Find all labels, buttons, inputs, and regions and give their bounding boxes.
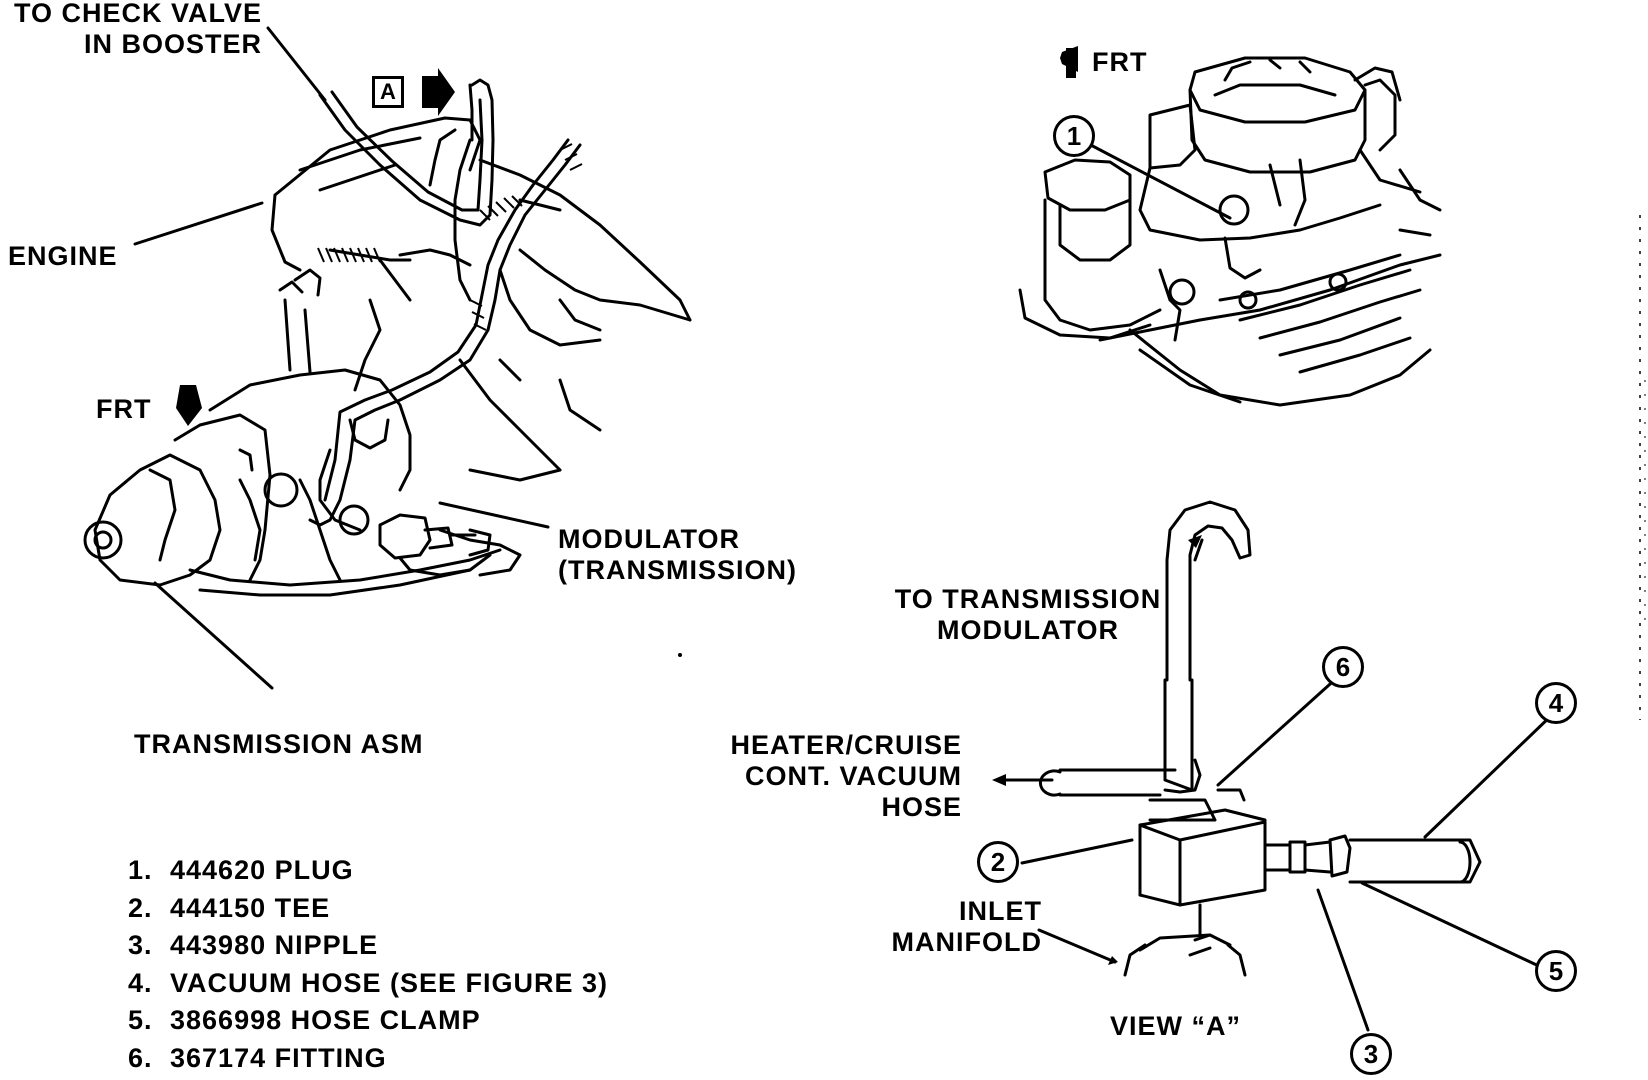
heater-arrow-icon: [992, 774, 1006, 786]
callout-3: 3: [1350, 1033, 1392, 1075]
callout-4: 4: [1535, 682, 1577, 724]
carburetor-manifold-drawing: [1018, 56, 1442, 407]
callout-5: 5: [1535, 950, 1577, 992]
legend-item: 3. 443980 NIPPLE: [128, 927, 608, 965]
frt-left-arrow-icon: [176, 385, 202, 426]
legend-number: 5.: [128, 1005, 153, 1035]
inlet-manifold-label: INLET MANIFOLD: [860, 896, 1042, 958]
frt-left-label: FRT: [96, 394, 152, 424]
check-valve-line-2: IN BOOSTER: [83, 29, 262, 59]
to-transmission-line-2: MODULATOR: [937, 615, 1119, 645]
legend-number: 4.: [128, 967, 153, 998]
view-a-leaders: [1020, 538, 1557, 1032]
inlet-manifold-line-1: INLET: [959, 896, 1042, 926]
legend-number: 2.: [128, 892, 153, 923]
transmission-asm-label: TRANSMISSION ASM: [134, 729, 424, 759]
legend-text: 444150 TEE: [170, 892, 331, 923]
legend-number: 3.: [128, 930, 153, 960]
legend-text: VACUUM HOSE (SEE FIGURE 3): [170, 967, 609, 998]
heater-cruise-line-2: CONT. VACUUM: [745, 761, 962, 791]
leader-lines-left: [133, 26, 550, 690]
modulator-hose-arrow-icon: [1188, 535, 1202, 548]
to-transmission-line-1: TO TRANSMISSION: [894, 584, 1162, 614]
modulator-label: MODULATOR (TRANSMISSION): [558, 524, 797, 586]
to-transmission-modulator-label: TO TRANSMISSION MODULATOR: [888, 584, 1168, 646]
heater-cruise-line-1: HEATER/CRUISE: [730, 730, 962, 760]
callout-1-leader: [1083, 140, 1232, 220]
check-valve-line-1: TO CHECK VALVE: [13, 0, 262, 28]
legend-text: 443980 NIPPLE: [170, 930, 379, 960]
view-a-reference-box: A: [372, 76, 404, 108]
engine-label: ENGINE: [8, 241, 118, 271]
callout-2: 2: [977, 841, 1019, 883]
check-valve-label: TO CHECK VALVE IN BOOSTER: [0, 0, 262, 60]
inlet-manifold-line-2: MANIFOLD: [891, 927, 1042, 957]
modulator-line-1: MODULATOR: [558, 524, 740, 554]
legend-item: 2. 444150 TEE: [128, 890, 608, 928]
legend-text: 367174 FITTING: [170, 1042, 387, 1073]
modulator-line-2: (TRANSMISSION): [558, 555, 797, 585]
view-a-fitting-drawing: [1003, 500, 1482, 977]
legend-item: 1. 444620 PLUG: [128, 852, 608, 890]
legend-item: 4. VACUUM HOSE (SEE FIGURE 3): [128, 965, 608, 1003]
legend-number: 1.: [128, 855, 153, 885]
parts-legend: 1. 444620 PLUG 2. 444150 TEE 3. 443980 NIPP…: [128, 852, 608, 1077]
callout-1: 1: [1053, 115, 1095, 157]
legend-item: 6. 367174 FITTING: [128, 1040, 608, 1078]
frt-right-label: FRT: [1092, 47, 1148, 77]
heater-cruise-label: HEATER/CRUISE CONT. VACUUM HOSE: [700, 730, 962, 823]
engine-block-drawing: [270, 116, 692, 482]
view-a-caption: VIEW “A”: [1110, 1011, 1242, 1041]
inlet-leader-arrow-icon: [1108, 956, 1118, 965]
heater-cruise-line-3: HOSE: [881, 792, 962, 822]
view-a-arrow-icon: [422, 68, 455, 116]
legend-number: 6.: [128, 1042, 153, 1073]
legend-text: 444620 PLUG: [170, 855, 354, 885]
legend-text: 3866998 HOSE CLAMP: [170, 1005, 481, 1035]
transmission-case-drawing: [83, 280, 502, 597]
callout-6: 6: [1322, 646, 1364, 688]
legend-item: 5. 3866998 HOSE CLAMP: [128, 1002, 608, 1040]
